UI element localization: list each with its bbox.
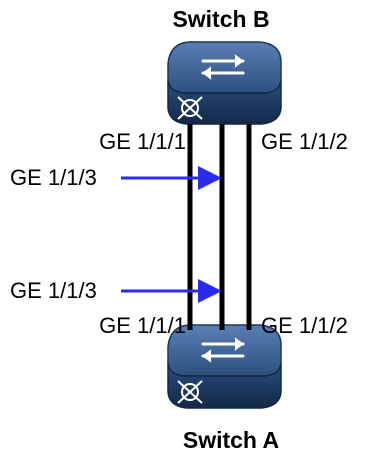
switch-b-port-left: GE 1/1/1: [99, 129, 186, 154]
four-way-arrows-icon: [177, 96, 203, 120]
switch-b-port-right: GE 1/1/2: [261, 129, 348, 154]
switch-a-label: Switch A: [183, 427, 279, 453]
four-way-arrows-icon: [177, 380, 203, 404]
switch-a-port-pointer: GE 1/1/3: [10, 278, 97, 303]
exchange-arrows-icon: [201, 337, 245, 363]
exchange-arrows-icon: [201, 54, 245, 80]
switch-b-device: [167, 41, 282, 125]
switch-a-device: [167, 324, 282, 409]
switch-b-port-pointer: GE 1/1/3: [10, 165, 97, 190]
switch-a-port-left: GE 1/1/1: [99, 313, 186, 338]
switch-a-port-right: GE 1/1/2: [261, 313, 348, 338]
switch-b-label: Switch B: [172, 6, 269, 32]
